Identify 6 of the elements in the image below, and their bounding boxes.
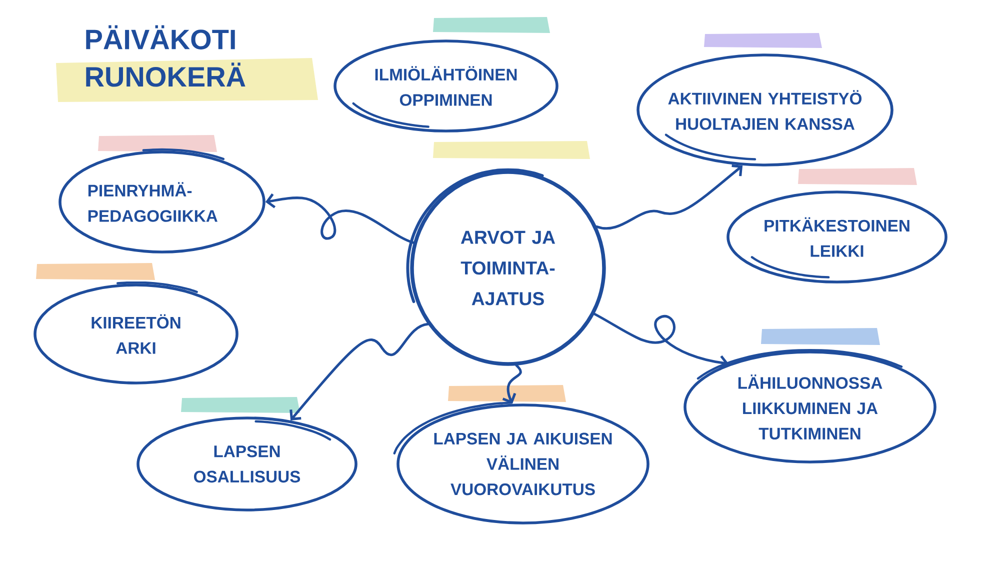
arrow	[502, 364, 522, 404]
arrow	[265, 193, 415, 244]
title: PÄIVÄKOTI RUNOKERÄ	[86, 25, 246, 87]
arrow	[593, 312, 729, 370]
arrow	[595, 164, 743, 230]
arrow	[290, 322, 430, 420]
